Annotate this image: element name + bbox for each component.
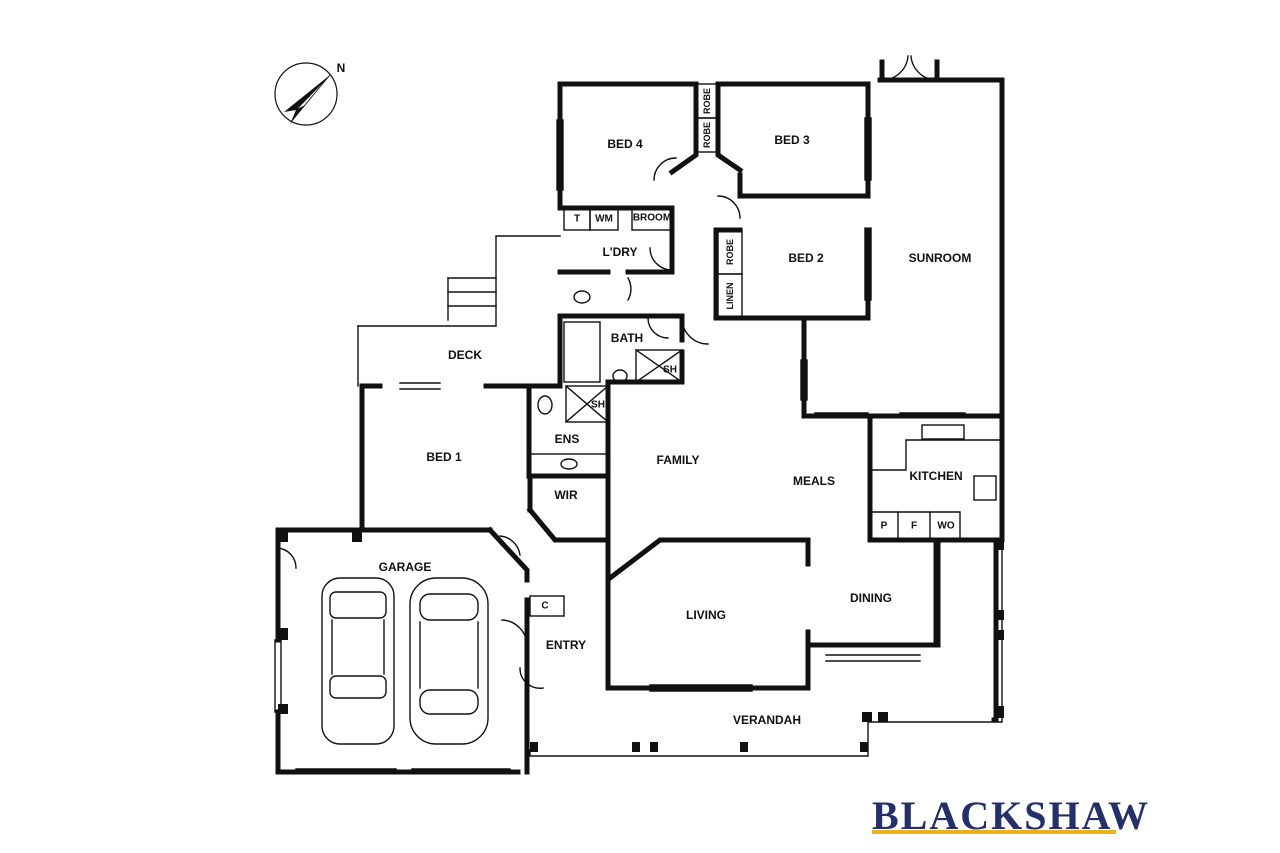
room-dining-label: DINING: [850, 591, 892, 605]
room-entry-label: ENTRY: [545, 638, 587, 652]
interior-lines: [274, 55, 1003, 770]
room-meals-label: MEALS: [793, 474, 835, 488]
room-garage-label: GARAGE: [378, 560, 432, 574]
toilet-t-label: T: [573, 213, 581, 225]
room-family-label: FAMILY: [656, 453, 700, 467]
cupboard-label: C: [541, 600, 549, 612]
verandah-label: VERANDAH: [732, 713, 802, 727]
walk-in-robe-label: WIR: [554, 488, 578, 502]
compass-icon: [274, 62, 338, 126]
car-right-icon: [409, 577, 489, 745]
deck-label: DECK: [447, 348, 483, 362]
car-left-icon: [321, 577, 395, 745]
room-kitchen-label: KITCHEN: [909, 469, 963, 483]
room-bed3-label: BED 3: [774, 133, 810, 147]
robe-label-c: ROBE: [725, 238, 735, 266]
room-bed4-label: BED 4: [607, 137, 643, 151]
room-laundry-label: L'DRY: [602, 245, 638, 259]
room-living-label: LIVING: [685, 608, 727, 622]
room-sunroom-label: SUNROOM: [908, 251, 972, 265]
exterior-walls: [275, 59, 1005, 775]
room-bed2-label: BED 2: [788, 251, 824, 265]
wall-oven-label: WO: [937, 520, 955, 532]
pantry-label: P: [880, 520, 888, 532]
bath-shower-label: SH: [663, 364, 677, 376]
washing-machine-label: WM: [595, 213, 613, 225]
room-bath-label: BATH: [610, 331, 644, 345]
compass-north-label: N: [336, 61, 346, 75]
room-bed1-label: BED 1: [426, 450, 462, 464]
brand-underline: [872, 830, 1116, 834]
verandah-posts: [278, 530, 1004, 752]
robe-label-a: ROBE: [702, 87, 712, 115]
broom-label: BROOM: [632, 212, 672, 224]
room-ensuite-label: ENS: [554, 432, 580, 446]
ensuite-shower-label: SH: [591, 399, 605, 411]
robe-label-b: ROBE: [702, 121, 712, 149]
fridge-label: F: [910, 520, 918, 532]
linen-label: LINEN: [725, 282, 735, 310]
